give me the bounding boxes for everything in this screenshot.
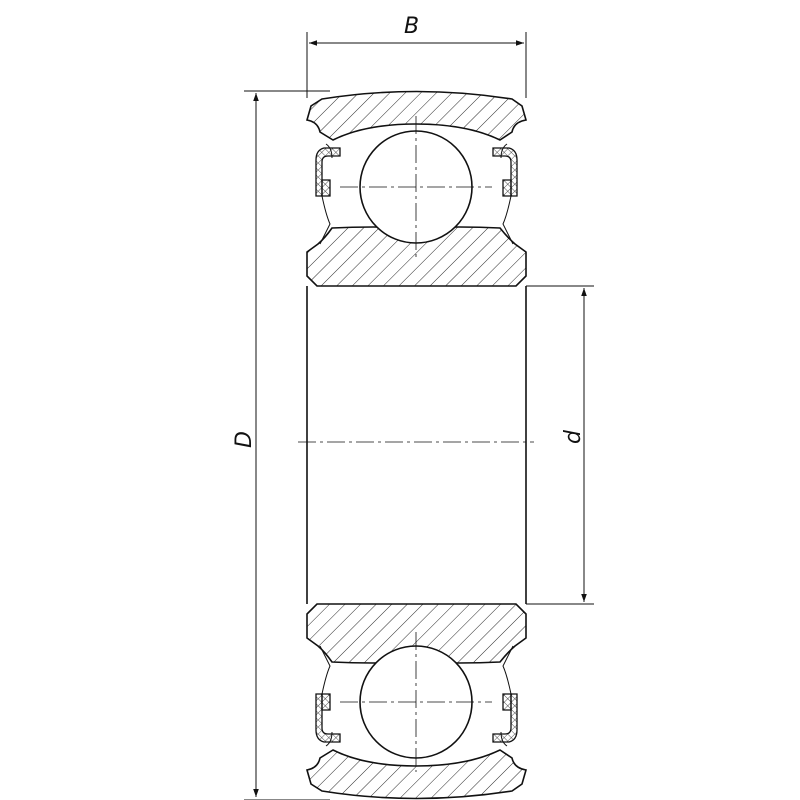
upper-section bbox=[305, 90, 528, 287]
bore-diameter-label: d bbox=[561, 429, 586, 444]
outer-ring-upper bbox=[305, 90, 528, 141]
lower-section bbox=[305, 603, 528, 800]
dimension-lines bbox=[244, 32, 594, 800]
outer-diameter-label: D bbox=[232, 431, 257, 448]
width-label: B bbox=[404, 14, 419, 39]
bore-outline bbox=[306, 286, 527, 604]
